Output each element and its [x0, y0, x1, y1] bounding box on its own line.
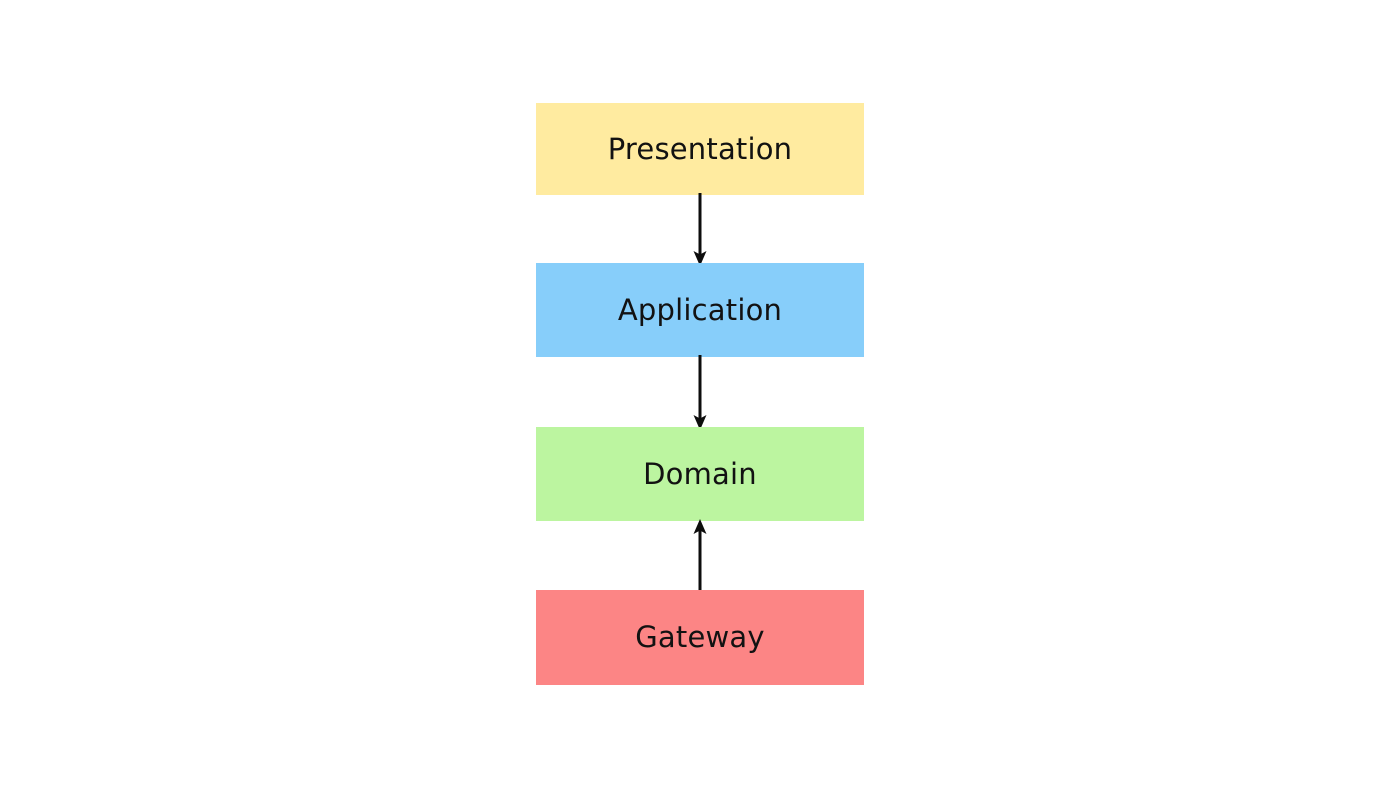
node-presentation-label: Presentation [607, 131, 793, 166]
arrow-down-icon [693, 355, 707, 430]
node-presentation[interactable]: Presentation [536, 103, 864, 195]
node-application[interactable]: Application [536, 263, 864, 357]
arrow-application-to-domain [684, 355, 716, 431]
node-domain[interactable]: Domain [536, 427, 864, 521]
node-gateway-label: Gateway [635, 620, 765, 654]
node-gateway[interactable]: Gateway [536, 590, 864, 685]
arrow-gateway-to-domain [684, 519, 716, 592]
arrow-presentation-to-application [684, 193, 716, 267]
arrow-down-icon [693, 193, 707, 266]
node-application-label: Application [617, 292, 783, 327]
node-domain-label: Domain [643, 456, 757, 491]
arrow-up-icon [693, 519, 707, 592]
